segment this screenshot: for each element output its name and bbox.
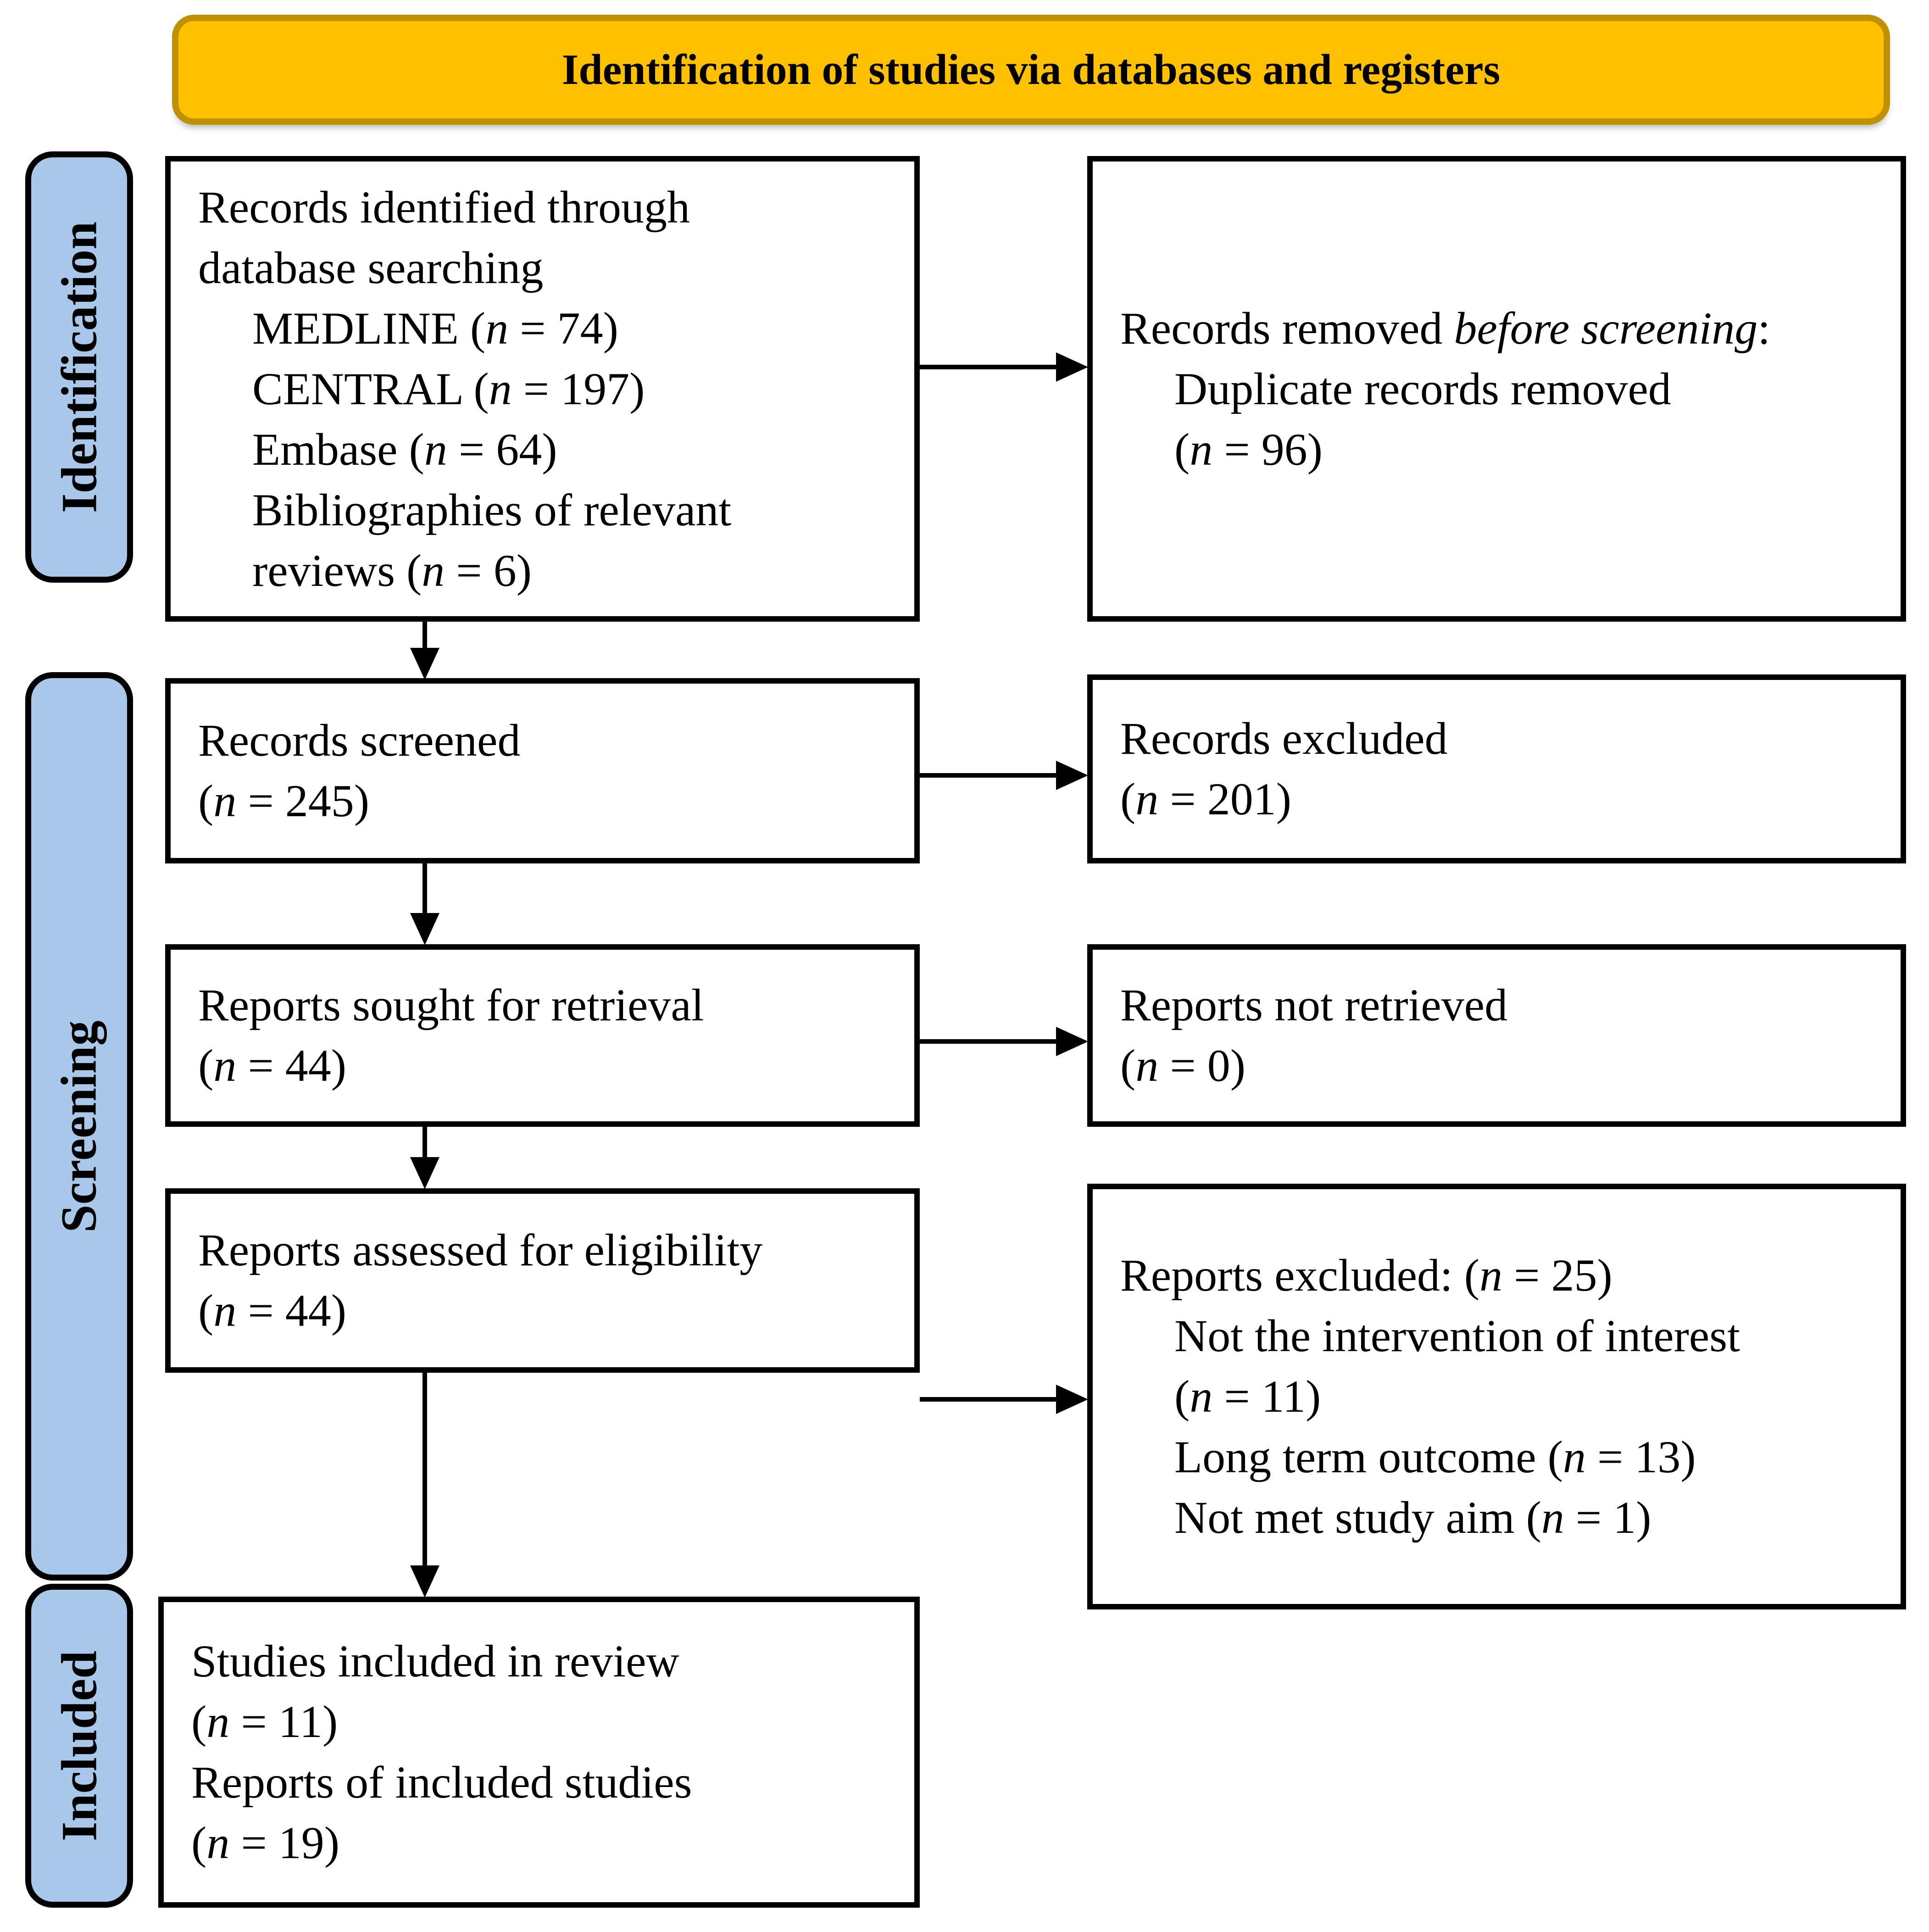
text-line: (n = 44) bbox=[198, 1040, 347, 1091]
box-reports-assessed-for-eligibility: Reports assessed for eligibility (n = 44) bbox=[165, 1188, 920, 1373]
text-line: (n = 11) bbox=[191, 1696, 338, 1747]
stage-label-text: Included bbox=[51, 1650, 107, 1841]
text-line: CENTRAL (n = 197) bbox=[252, 363, 645, 414]
arrow-right-screened-to-excluded-icon bbox=[920, 761, 1088, 790]
box-records-removed-before-screening: Records removed before screening: Duplica… bbox=[1087, 156, 1906, 622]
stage-label-identification: Identification bbox=[25, 151, 133, 583]
arrow-down-screened-to-sought-icon bbox=[410, 863, 439, 945]
text-line: Records screened bbox=[198, 715, 521, 766]
arrow-right-assessed-to-reports-excluded-icon bbox=[920, 1385, 1088, 1414]
text-line: Reports sought for retrieval bbox=[198, 980, 704, 1030]
text-line: MEDLINE (n = 74) bbox=[252, 302, 618, 354]
text-line: Embase (n = 64) bbox=[252, 423, 557, 475]
stage-label-included: Included bbox=[25, 1584, 133, 1908]
text-line: (n = 201) bbox=[1120, 774, 1292, 824]
box-records-excluded: Records excluded (n = 201) bbox=[1087, 674, 1906, 863]
text-line: (n = 19) bbox=[191, 1817, 340, 1868]
arrow-down-identified-to-screened-icon bbox=[410, 620, 439, 680]
box-records-identified: Records identified through database searc… bbox=[165, 156, 920, 622]
banner: Identification of studies via databases … bbox=[172, 15, 1890, 125]
arrow-right-identified-to-removed-icon bbox=[920, 352, 1088, 382]
text-line: Reports assessed for eligibility bbox=[198, 1225, 763, 1275]
text-line: database searching bbox=[198, 242, 544, 293]
text-line: (n = 11) bbox=[1174, 1371, 1321, 1422]
stage-label-text: Identification bbox=[51, 221, 107, 513]
text-line: (n = 0) bbox=[1120, 1040, 1246, 1091]
text-line: Not met study aim (n = 1) bbox=[1174, 1492, 1651, 1543]
stage-label-text: Screening bbox=[51, 1020, 107, 1233]
box-studies-included-in-review: Studies included in review (n = 11) Report… bbox=[158, 1597, 920, 1908]
text-line: Records identified through bbox=[198, 181, 690, 233]
text-line: (n = 96) bbox=[1174, 423, 1323, 475]
stage-label-screening: Screening bbox=[25, 672, 133, 1581]
arrow-down-sought-to-assessed-icon bbox=[410, 1127, 439, 1189]
text-line: Studies included in review bbox=[191, 1636, 679, 1687]
text-line: Bibliographies of relevant bbox=[252, 484, 732, 535]
box-reports-sought-for-retrieval: Reports sought for retrieval (n = 44) bbox=[165, 944, 920, 1127]
box-reports-excluded: Reports excluded: (n = 25) Not the interv… bbox=[1087, 1184, 1906, 1609]
text-line: Not the intervention of interest bbox=[1174, 1310, 1740, 1361]
text-line: Reports excluded: (n = 25) bbox=[1120, 1250, 1612, 1301]
text-line: Long term outcome (n = 13) bbox=[1174, 1431, 1696, 1482]
text-line: Reports of included studies bbox=[191, 1757, 692, 1808]
text-line: (n = 44) bbox=[198, 1285, 347, 1336]
box-records-screened: Records screened (n = 245) bbox=[165, 678, 920, 863]
text-line: Records removed before screening: bbox=[1120, 302, 1771, 354]
banner-title: Identification of studies via databases … bbox=[561, 46, 1501, 94]
text-line: Duplicate records removed bbox=[1174, 363, 1671, 414]
box-reports-not-retrieved: Reports not retrieved (n = 0) bbox=[1087, 944, 1906, 1127]
arrow-down-assessed-to-included-icon bbox=[410, 1373, 439, 1598]
text-line: (n = 245) bbox=[198, 775, 370, 826]
text-line: reviews (n = 6) bbox=[252, 545, 532, 596]
text-line: Reports not retrieved bbox=[1120, 980, 1508, 1030]
text-line: Records excluded bbox=[1120, 713, 1448, 764]
arrow-right-sought-to-not-retrieved-icon bbox=[920, 1027, 1088, 1056]
